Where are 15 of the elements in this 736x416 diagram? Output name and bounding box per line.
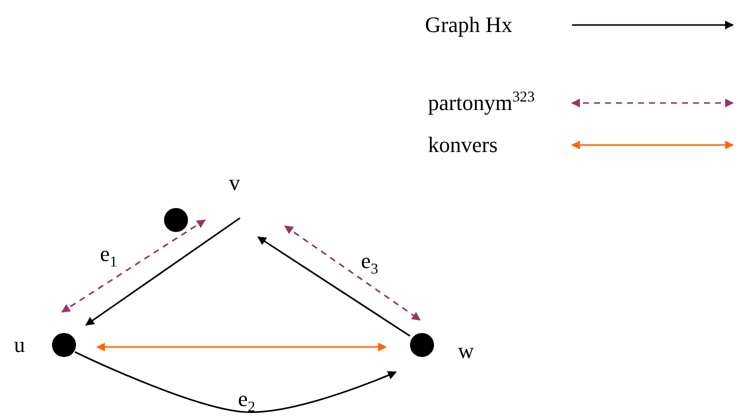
arrow xyxy=(61,219,206,313)
vertex-dot-shape xyxy=(410,333,434,357)
legend-label: partonym$^{323}$ xyxy=(428,92,535,114)
legend-label: konvers xyxy=(428,134,498,156)
vertex-dot-shape xyxy=(164,208,188,232)
arrow xyxy=(96,342,387,352)
arrow xyxy=(284,225,421,321)
vertex-dot-shape xyxy=(52,333,76,357)
vertex-label: w xyxy=(458,340,474,362)
vertex-label: u xyxy=(14,334,25,356)
arrow xyxy=(74,351,397,413)
vertex-label: v xyxy=(229,172,240,194)
arrow xyxy=(257,236,410,337)
legend-label: Graph Hx xyxy=(425,14,512,36)
arrow xyxy=(85,217,240,326)
